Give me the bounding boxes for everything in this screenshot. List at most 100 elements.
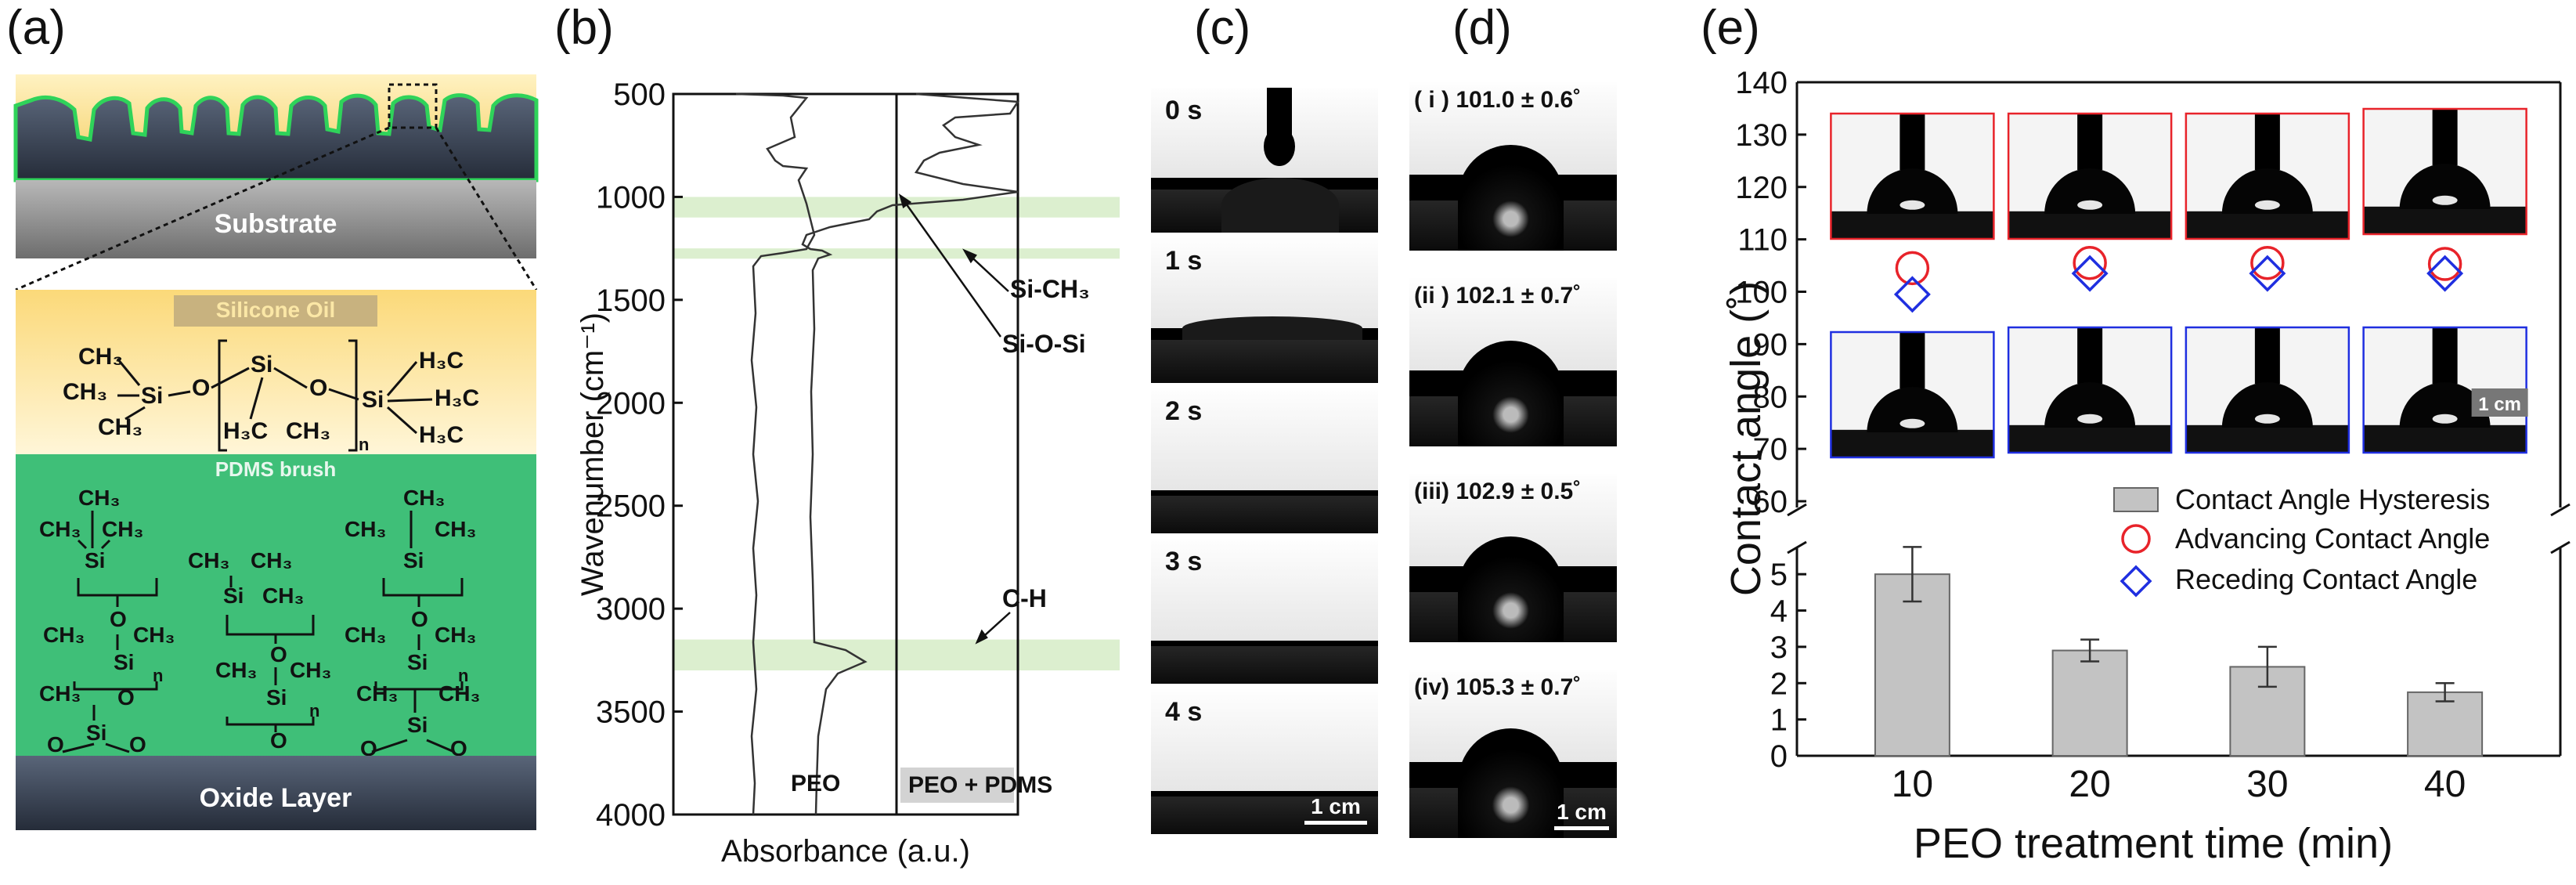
svg-text:CH₃: CH₃ (435, 517, 476, 541)
axis-break-1-a (2550, 503, 2571, 517)
svg-text:CH₃: CH₃ (438, 681, 480, 706)
ftir-ytick-label-0: 500 (613, 78, 666, 112)
svg-text:CH₃: CH₃ (98, 414, 143, 440)
svg-text:Si: Si (362, 387, 384, 413)
advancing-point-2 (2250, 245, 2285, 280)
svg-text:CH₃: CH₃ (403, 486, 445, 510)
svg-text:Si: Si (407, 713, 428, 737)
svg-text:H₃C: H₃C (435, 385, 479, 411)
svg-text:CH₃: CH₃ (102, 517, 143, 541)
upper-ytick-label-7: 130 (1735, 118, 1788, 153)
svg-text:O: O (450, 736, 467, 760)
ftir-ytick-label-5: 3000 (596, 592, 666, 627)
upper-ytick-label-1: 70 (1753, 432, 1788, 467)
svg-text:Si: Si (85, 548, 105, 573)
ftir-label-peo-pdms: PEO + PDMS (908, 772, 1052, 798)
upper-ytick-label-4: 100 (1735, 276, 1788, 310)
frame-i: ( i ) 101.0 ± 0.6˚ (1409, 82, 1617, 251)
upper-ytick-label-6: 120 (1735, 171, 1788, 205)
ftir-ytick-label-4: 2500 (596, 489, 666, 524)
svg-text:Si: Si (86, 721, 106, 745)
bar-0 (1874, 573, 1950, 757)
svg-text:CH₃: CH₃ (345, 623, 386, 647)
upper-ytick-label-8: 140 (1735, 66, 1788, 100)
pdms-brush-label: PDMS brush (215, 457, 337, 481)
frame-1s: 1 s (1151, 238, 1378, 383)
svg-text:Si: Si (407, 650, 428, 674)
oxide-layer (16, 756, 536, 830)
silicone-oil-structure: CH₃ CH₃ CH₃ Si O Si O H₃C CH₃ n Si H₃C H… (63, 344, 479, 454)
panel-label-e: (e) (1701, 1, 1760, 55)
svg-text:Si: Si (223, 583, 244, 608)
advancing-photo-0 (1830, 112, 1995, 240)
chart-legend: Contact Angle Hysteresis Advancing Conta… (2113, 483, 2490, 598)
ftir-trace-peo-pdms (801, 92, 1020, 815)
frame-0s: 0 s (1151, 88, 1378, 233)
legend-diamond-icon (2120, 565, 2152, 598)
advancing-photo-1 (2007, 112, 2173, 240)
svg-text:Si: Si (251, 352, 272, 377)
ftir-ytick-label-7: 4000 (596, 798, 666, 833)
pdms-brush-region (16, 454, 536, 756)
frame-3s: 3 s (1151, 539, 1378, 684)
ftir-frame (672, 92, 1019, 816)
panel-label-c: (c) (1194, 1, 1251, 55)
svg-text:CH₃: CH₃ (435, 623, 476, 647)
svg-text:n: n (153, 666, 163, 685)
pdms-structure: CH₃ CH₃ CH₃ Si O CH₃ CH₃ Si n CH₃ O Si O… (39, 486, 480, 760)
chart-ylabel: Contact angle (˚) (1723, 281, 1770, 596)
scale-bar-e: 1 cm (2478, 394, 2521, 415)
scale-bar-e-bg (2471, 388, 2528, 417)
frame-iv: (iv) 105.3 ± 0.7˚ 1 cm (1409, 670, 1617, 838)
xtick-label-1: 20 (2069, 764, 2110, 805)
svg-text:CH₃: CH₃ (251, 548, 292, 573)
svg-text:O: O (47, 732, 64, 757)
axis-break-1-b (2550, 540, 2571, 554)
upper-ytick-label-2: 80 (1753, 380, 1788, 414)
upper-ytick-label-5: 110 (1737, 223, 1788, 258)
advancing-photo-3 (2362, 107, 2527, 236)
substrate-label: Substrate (215, 209, 337, 239)
svg-text:CH₃: CH₃ (78, 486, 120, 510)
porous-oxide (13, 93, 539, 182)
panel-label-d: (d) (1452, 1, 1512, 55)
legend-label-advancing: Advancing Contact Angle (2175, 522, 2490, 554)
ftir-label-peo: PEO (791, 771, 840, 796)
svg-text:CH₃: CH₃ (63, 379, 107, 405)
xtick-label-0: 10 (1892, 764, 1933, 805)
ftir-ylabel: Wavenumber (cm⁻¹) (575, 312, 610, 596)
panel-d-frames: ( i ) 101.0 ± 0.6˚ (ii ) 102.1 ± 0.7˚ (i… (1409, 82, 1617, 838)
lower-ytick-label-4: 4 (1770, 594, 1788, 629)
legend-label-hysteresis: Contact Angle Hysteresis (2175, 483, 2490, 515)
svg-text:O: O (110, 607, 127, 631)
svg-text:O: O (411, 607, 428, 631)
lower-ytick-label-5: 5 (1770, 558, 1788, 592)
frame-2s: 2 s (1151, 388, 1378, 533)
svg-text:O: O (270, 642, 287, 666)
frame-4s: 4 s 1 cm (1151, 689, 1378, 834)
axis-break-0-b (1787, 540, 1807, 554)
svg-text:Si: Si (403, 548, 424, 573)
substrate-layer (16, 180, 536, 258)
lower-ytick-label-0: 0 (1770, 739, 1788, 774)
svg-text:H₃C: H₃C (419, 348, 464, 374)
panel-label-a: (a) (6, 1, 66, 55)
advancing-photo-2 (2185, 112, 2351, 240)
svg-text:CH₃: CH₃ (345, 517, 386, 541)
xtick-label-3: 40 (2424, 764, 2466, 805)
svg-text:O: O (117, 685, 135, 710)
annotation-si-ch3: Si-CH₃ (1010, 275, 1090, 303)
svg-text:CH₃: CH₃ (78, 344, 123, 370)
advancing-point-1 (2073, 245, 2107, 280)
ftir-xlabel: Absorbance (a.u.) (721, 834, 970, 869)
receding-photo-0 (1830, 331, 1995, 459)
svg-text:Si: Si (266, 685, 287, 710)
svg-text:CH₃: CH₃ (133, 623, 175, 647)
panel-c-frames: 0 s 1 s 2 s 3 s 4 s 1 cm (1151, 88, 1378, 836)
advancing-point-0 (1895, 251, 1930, 286)
svg-text:CH₃: CH₃ (188, 548, 229, 573)
panel-a-schematic: Substrate Silicone Oil CH₃ CH₃ CH₃ Si O … (13, 74, 539, 830)
receding-photo-1 (2007, 326, 2173, 454)
